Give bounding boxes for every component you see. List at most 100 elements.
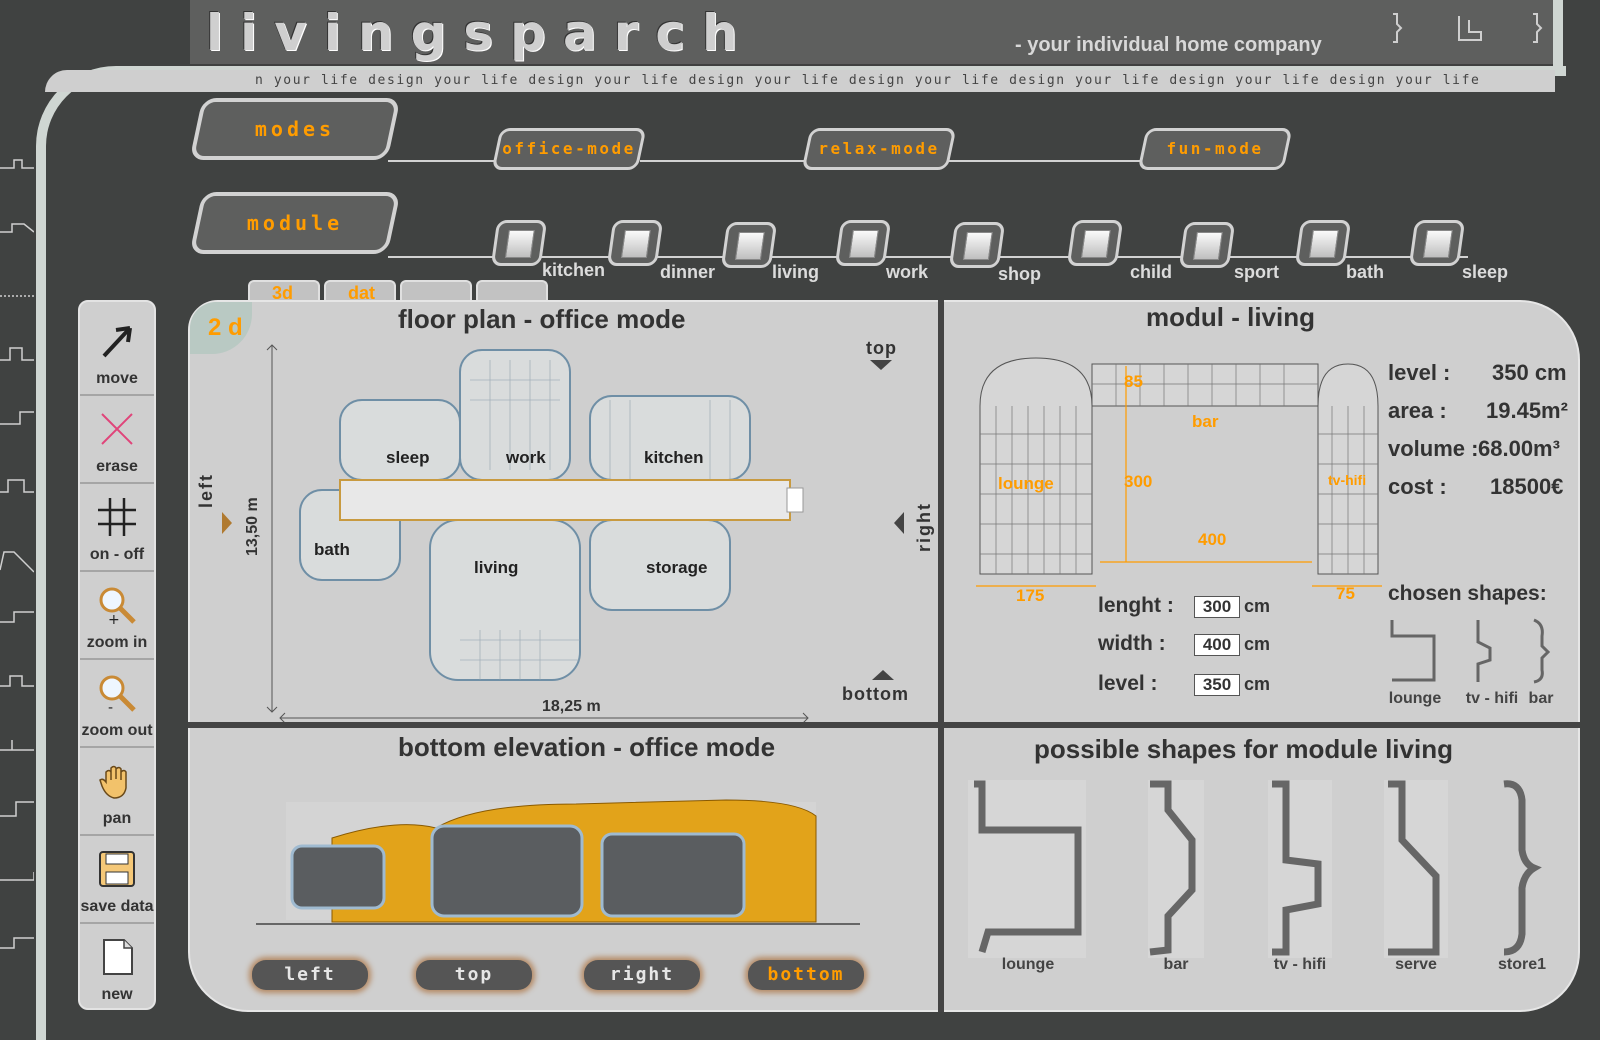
frame-outline [1553, 0, 1563, 72]
new-tool-label: new [101, 986, 133, 1003]
new-document-icon [103, 939, 133, 975]
level-label: level : [1098, 672, 1158, 695]
store1-shape-label: store1 [1497, 956, 1547, 973]
triangle-right-icon[interactable] [220, 510, 234, 536]
connector-line [388, 160, 498, 162]
marquee-bar: n your life design your life design your… [45, 70, 1555, 92]
elevation-bottom-button[interactable]: bottom [748, 960, 864, 990]
tagline: - your individual home company [1015, 34, 1322, 56]
vertical-divider [938, 300, 944, 1012]
stat-cost-value: 18500€ [1490, 474, 1564, 499]
chosen-tv-hifi-shape-icon[interactable] [1470, 618, 1506, 684]
room-label-sleep: sleep [386, 448, 430, 467]
living-module-label[interactable]: living [772, 262, 820, 282]
bar-shape-label: bar [1163, 956, 1189, 973]
dim-75: 75 [1336, 584, 1355, 603]
relax-mode-button[interactable]: relax-mode [801, 128, 957, 170]
living-module-icon[interactable] [720, 222, 778, 268]
pan-tool[interactable]: pan [80, 750, 154, 836]
floorplan-drawing[interactable] [260, 340, 820, 722]
zoom-in-label: zoom in [86, 634, 148, 651]
chosen-lounge-shape-icon[interactable] [1388, 618, 1442, 684]
module-living-drawing[interactable] [976, 354, 1388, 604]
brace-icon[interactable] [1385, 12, 1415, 44]
save-data-label: save data [80, 898, 154, 915]
dinner-module-label[interactable]: dinner [660, 262, 716, 282]
nav-right-label[interactable]: right [914, 502, 934, 552]
triangle-left-icon[interactable] [892, 510, 906, 536]
connector-line [640, 160, 810, 162]
width-input[interactable]: 400 [1194, 634, 1240, 656]
nav-bottom-label[interactable]: bottom [842, 684, 909, 704]
length-label: lenght : [1098, 594, 1174, 617]
level-input[interactable]: 350 [1194, 674, 1240, 696]
triangle-up-icon[interactable] [870, 668, 896, 682]
office-mode-button[interactable]: office-mode [491, 128, 647, 170]
zoom-out-label: zoom out [81, 722, 153, 739]
grid-icon [98, 498, 136, 536]
connector-line [948, 160, 1144, 162]
zoom-in-tool[interactable]: + zoom in [80, 574, 154, 660]
serve-shape-icon[interactable] [1384, 780, 1448, 958]
elevation-right-button[interactable]: right [584, 960, 700, 990]
elevation-drawing[interactable] [256, 798, 860, 930]
tv-hifi-shape-label: tv - hifi [1273, 956, 1327, 973]
sleep-module-icon[interactable] [1408, 220, 1466, 266]
stat-area-key: area : [1388, 398, 1447, 423]
stat-volume-key: volume : [1388, 436, 1479, 461]
modes-header: modes [189, 98, 401, 160]
dim-175: 175 [1016, 586, 1045, 605]
work-module-icon[interactable] [834, 220, 892, 266]
elevation-top-button[interactable]: top [416, 960, 532, 990]
sport-module-icon[interactable] [1178, 222, 1236, 268]
bar-shape-icon[interactable] [1148, 780, 1204, 958]
bath-module-icon[interactable] [1294, 220, 1352, 266]
kitchen-module-icon[interactable] [490, 220, 548, 266]
sport-module-label[interactable]: sport [1234, 262, 1279, 282]
work-module-label[interactable]: work [886, 262, 929, 282]
erase-tool[interactable]: erase [80, 398, 154, 484]
zoom-out-tool[interactable]: - zoom out [80, 662, 154, 748]
room-label-living: living [474, 558, 519, 577]
move-tool-label: move [96, 370, 138, 387]
modul-title: modul - living [1146, 302, 1315, 332]
connector-line [388, 256, 1468, 258]
shop-module-icon[interactable] [948, 222, 1006, 268]
save-data-tool[interactable]: save data [80, 838, 154, 924]
decorative-strip [0, 159, 34, 949]
room-label-kitchen: kitchen [644, 448, 704, 467]
grid-toggle-label: on - off [89, 546, 145, 563]
nav-top-label[interactable]: top [866, 338, 897, 358]
elevation-left-button[interactable]: left [252, 960, 368, 990]
bath-module-label[interactable]: bath [1346, 262, 1384, 282]
child-module-icon[interactable] [1066, 220, 1124, 266]
length-input[interactable]: 300 [1194, 596, 1240, 618]
new-tool[interactable]: new [80, 926, 154, 1012]
chosen-lounge-label: lounge [1388, 690, 1442, 707]
dinner-module-icon[interactable] [606, 220, 664, 266]
grid-toggle-tool[interactable]: on - off [80, 486, 154, 572]
shop-module-label[interactable]: shop [998, 264, 1041, 284]
store1-shape-icon[interactable] [1500, 780, 1552, 958]
level-unit: cm [1244, 674, 1271, 694]
kitchen-module-label[interactable]: kitchen [542, 260, 606, 280]
move-tool[interactable]: move [80, 310, 154, 396]
height-dimension: 13,50 m [244, 497, 261, 556]
sleep-module-label[interactable]: sleep [1462, 262, 1509, 282]
tv-hifi-shape-icon[interactable] [1268, 780, 1332, 958]
nav-left-label[interactable]: left [196, 473, 216, 508]
shape-icon[interactable] [1455, 12, 1485, 44]
header-bar [190, 0, 1555, 64]
chosen-bar-shape-icon[interactable] [1526, 618, 1562, 684]
stat-volume-value: 68.00m³ [1478, 436, 1560, 461]
room-label-storage: storage [646, 558, 708, 577]
floppy-icon [99, 851, 135, 887]
lounge-shape-icon[interactable] [968, 780, 1086, 958]
brace-icon[interactable] [1525, 12, 1555, 44]
room-label-bath: bath [314, 540, 350, 559]
tool-panel: move erase on - off + zoom in - zoom out… [78, 300, 156, 1010]
fun-mode-button[interactable]: fun-mode [1137, 128, 1293, 170]
triangle-down-icon[interactable] [868, 358, 894, 372]
child-module-label[interactable]: child [1130, 262, 1173, 282]
svg-text:-: - [108, 700, 113, 714]
